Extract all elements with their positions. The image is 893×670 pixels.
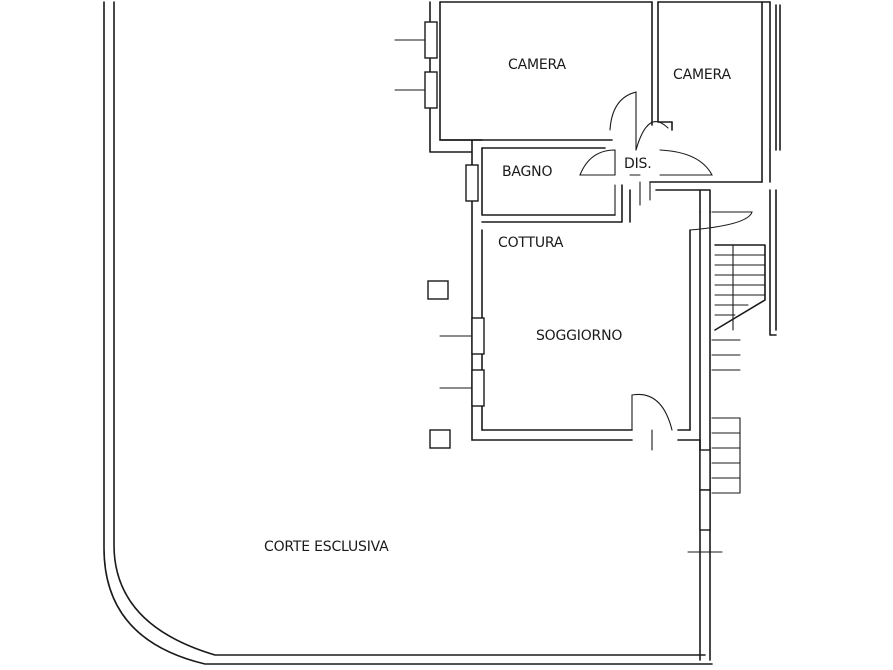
doors	[579, 91, 753, 451]
courtyard-boundary	[103, 1, 713, 665]
room-label-camera-left: CAMERA	[508, 57, 566, 73]
room-label-camera-right: CAMERA	[673, 67, 731, 83]
staircase	[711, 244, 766, 494]
room-label-corte: CORTE ESCLUSIVA	[264, 539, 389, 555]
pillars	[427, 280, 451, 449]
windows	[394, 21, 723, 553]
room-label-dis: DIS.	[624, 156, 651, 172]
room-label-soggiorno: SOGGIORNO	[536, 328, 622, 344]
room-label-bagno: BAGNO	[502, 164, 552, 180]
room-label-cottura: COTTURA	[498, 235, 564, 251]
house-walls	[429, 1, 771, 661]
adjacent-wall	[769, 4, 781, 336]
